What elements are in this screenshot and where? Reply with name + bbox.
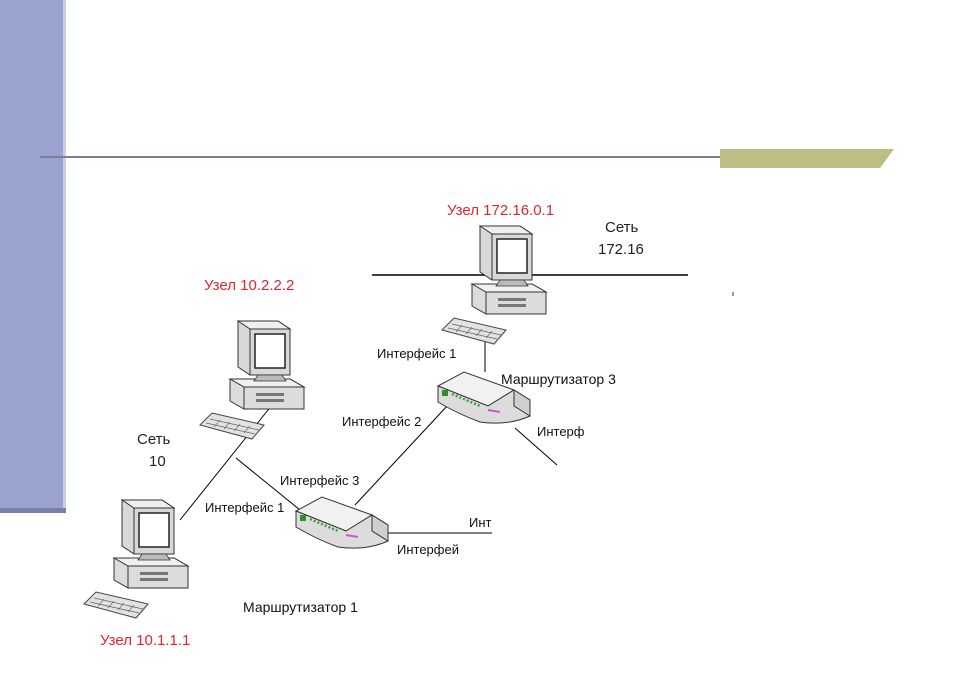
r3-interface1-label: Интерфейс 1	[377, 346, 456, 361]
link-net10-r1	[235, 457, 301, 511]
link-r1-r3	[354, 404, 449, 506]
r1-interface1-label: Интерфейс 1	[205, 500, 284, 515]
left-accent-bar	[0, 0, 66, 511]
small-mark	[732, 292, 734, 296]
title-rule	[40, 156, 721, 158]
r1-interface-top-right-label: Инт	[469, 515, 492, 530]
router1-icon	[294, 495, 390, 550]
r1-interface-bottom-right-label: Интерфей	[397, 542, 459, 557]
host-10-1-label: Узел 10.1.1.1	[100, 632, 190, 649]
r1-interface3-label: Интерфейс 3	[280, 473, 359, 488]
r3-interface2-label: Интерфейс 2	[342, 414, 421, 429]
network-10-line	[179, 394, 281, 521]
host-10-2-label: Узел 10.2.2.2	[204, 277, 294, 294]
net-172-label-1: Сеть	[605, 219, 639, 236]
computer-10-1-icon	[83, 499, 189, 619]
left-bar-base	[0, 508, 66, 513]
accent-bar	[720, 149, 894, 168]
host-172-label: Узел 172.16.0.1	[447, 202, 554, 219]
computer-172-icon	[441, 225, 547, 345]
router3-label: Маршрутизатор 3	[501, 371, 616, 387]
r3-interface-right-label: Интерф	[537, 424, 585, 439]
computer-10-2-icon	[199, 320, 305, 440]
net-10-label-1: Сеть	[137, 431, 171, 448]
router1-label: Маршрутизатор 1	[243, 599, 358, 615]
net-172-label-2: 172.16	[598, 241, 644, 258]
link-r3-right	[514, 427, 558, 466]
net-10-label-2: 10	[149, 453, 166, 470]
